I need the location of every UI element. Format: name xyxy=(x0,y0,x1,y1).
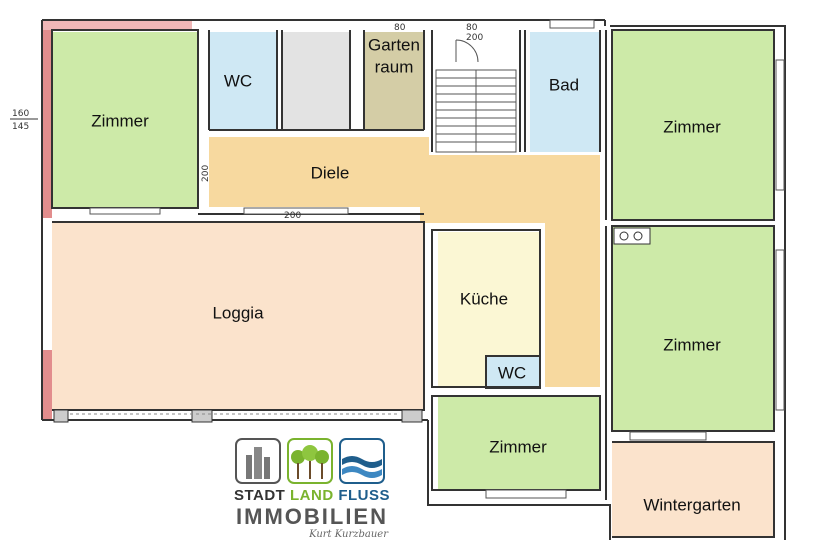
room-wc-1 xyxy=(209,32,277,130)
company-logo: STADT LAND FLUSS IMMOBILIEN Kurt Kurzbau… xyxy=(232,437,392,540)
label-diele: Diele xyxy=(311,163,350,182)
logo-signature: Kurt Kurzbauer xyxy=(309,529,388,540)
room-diele-c xyxy=(545,155,600,387)
label-gartenraum-2: raum xyxy=(375,57,414,76)
room-wc-2 xyxy=(486,356,540,388)
brick-wall-loggia-left xyxy=(42,350,52,420)
room-zimmer-nw xyxy=(52,32,198,208)
windows xyxy=(89,19,785,499)
room-bad xyxy=(530,32,600,152)
room-zimmer-s xyxy=(438,396,600,490)
dim-top-gartenraum: 80 xyxy=(394,23,406,33)
logo-icons xyxy=(235,438,385,484)
label-wc-1: WC xyxy=(224,71,252,90)
room-zimmer-e xyxy=(612,226,774,431)
label-zimmer-nw: Zimmer xyxy=(91,111,149,130)
label-bad: Bad xyxy=(549,75,579,94)
label-wintergarten: Wintergarten xyxy=(643,495,740,514)
brick-wall-top xyxy=(42,20,192,30)
label-loggia: Loggia xyxy=(212,303,264,322)
label-kueche: Küche xyxy=(460,289,508,308)
logo-subtitle: IMMOBILIEN xyxy=(236,504,388,529)
label-wc-2: WC xyxy=(498,363,526,382)
label-zimmer-s: Zimmer xyxy=(489,437,547,456)
label-zimmer-e: Zimmer xyxy=(663,335,721,354)
dim-stair-bottom: 200 xyxy=(466,33,483,43)
room-zimmer-ne xyxy=(612,30,774,220)
dim-left-top: 160 xyxy=(12,109,29,119)
logo-word-land: LAND xyxy=(290,487,334,504)
room-diele-a xyxy=(209,137,429,207)
logo-word-stadt: STADT xyxy=(233,487,286,504)
room-gartenraum xyxy=(364,32,424,130)
label-gartenraum-1: Garten xyxy=(368,35,420,54)
dim-diele-bottom: 200 xyxy=(284,211,301,221)
dim-stair-top: 80 xyxy=(466,23,478,33)
label-zimmer-ne: Zimmer xyxy=(663,117,721,136)
loggia-pillars xyxy=(53,409,423,423)
stove-icon xyxy=(613,227,651,245)
walls xyxy=(41,19,786,540)
room-storage xyxy=(282,32,350,130)
room-loggia xyxy=(52,222,424,410)
staircase xyxy=(435,39,517,153)
brick-wall-left xyxy=(42,22,52,218)
logo-word-fluss: FLUSS xyxy=(338,487,391,504)
logo-title: STADT LAND FLUSS xyxy=(232,487,392,504)
room-wintergarten xyxy=(612,442,774,537)
dim-left-bottom: 145 xyxy=(12,122,29,132)
dim-diele-left: 200 xyxy=(201,165,211,182)
